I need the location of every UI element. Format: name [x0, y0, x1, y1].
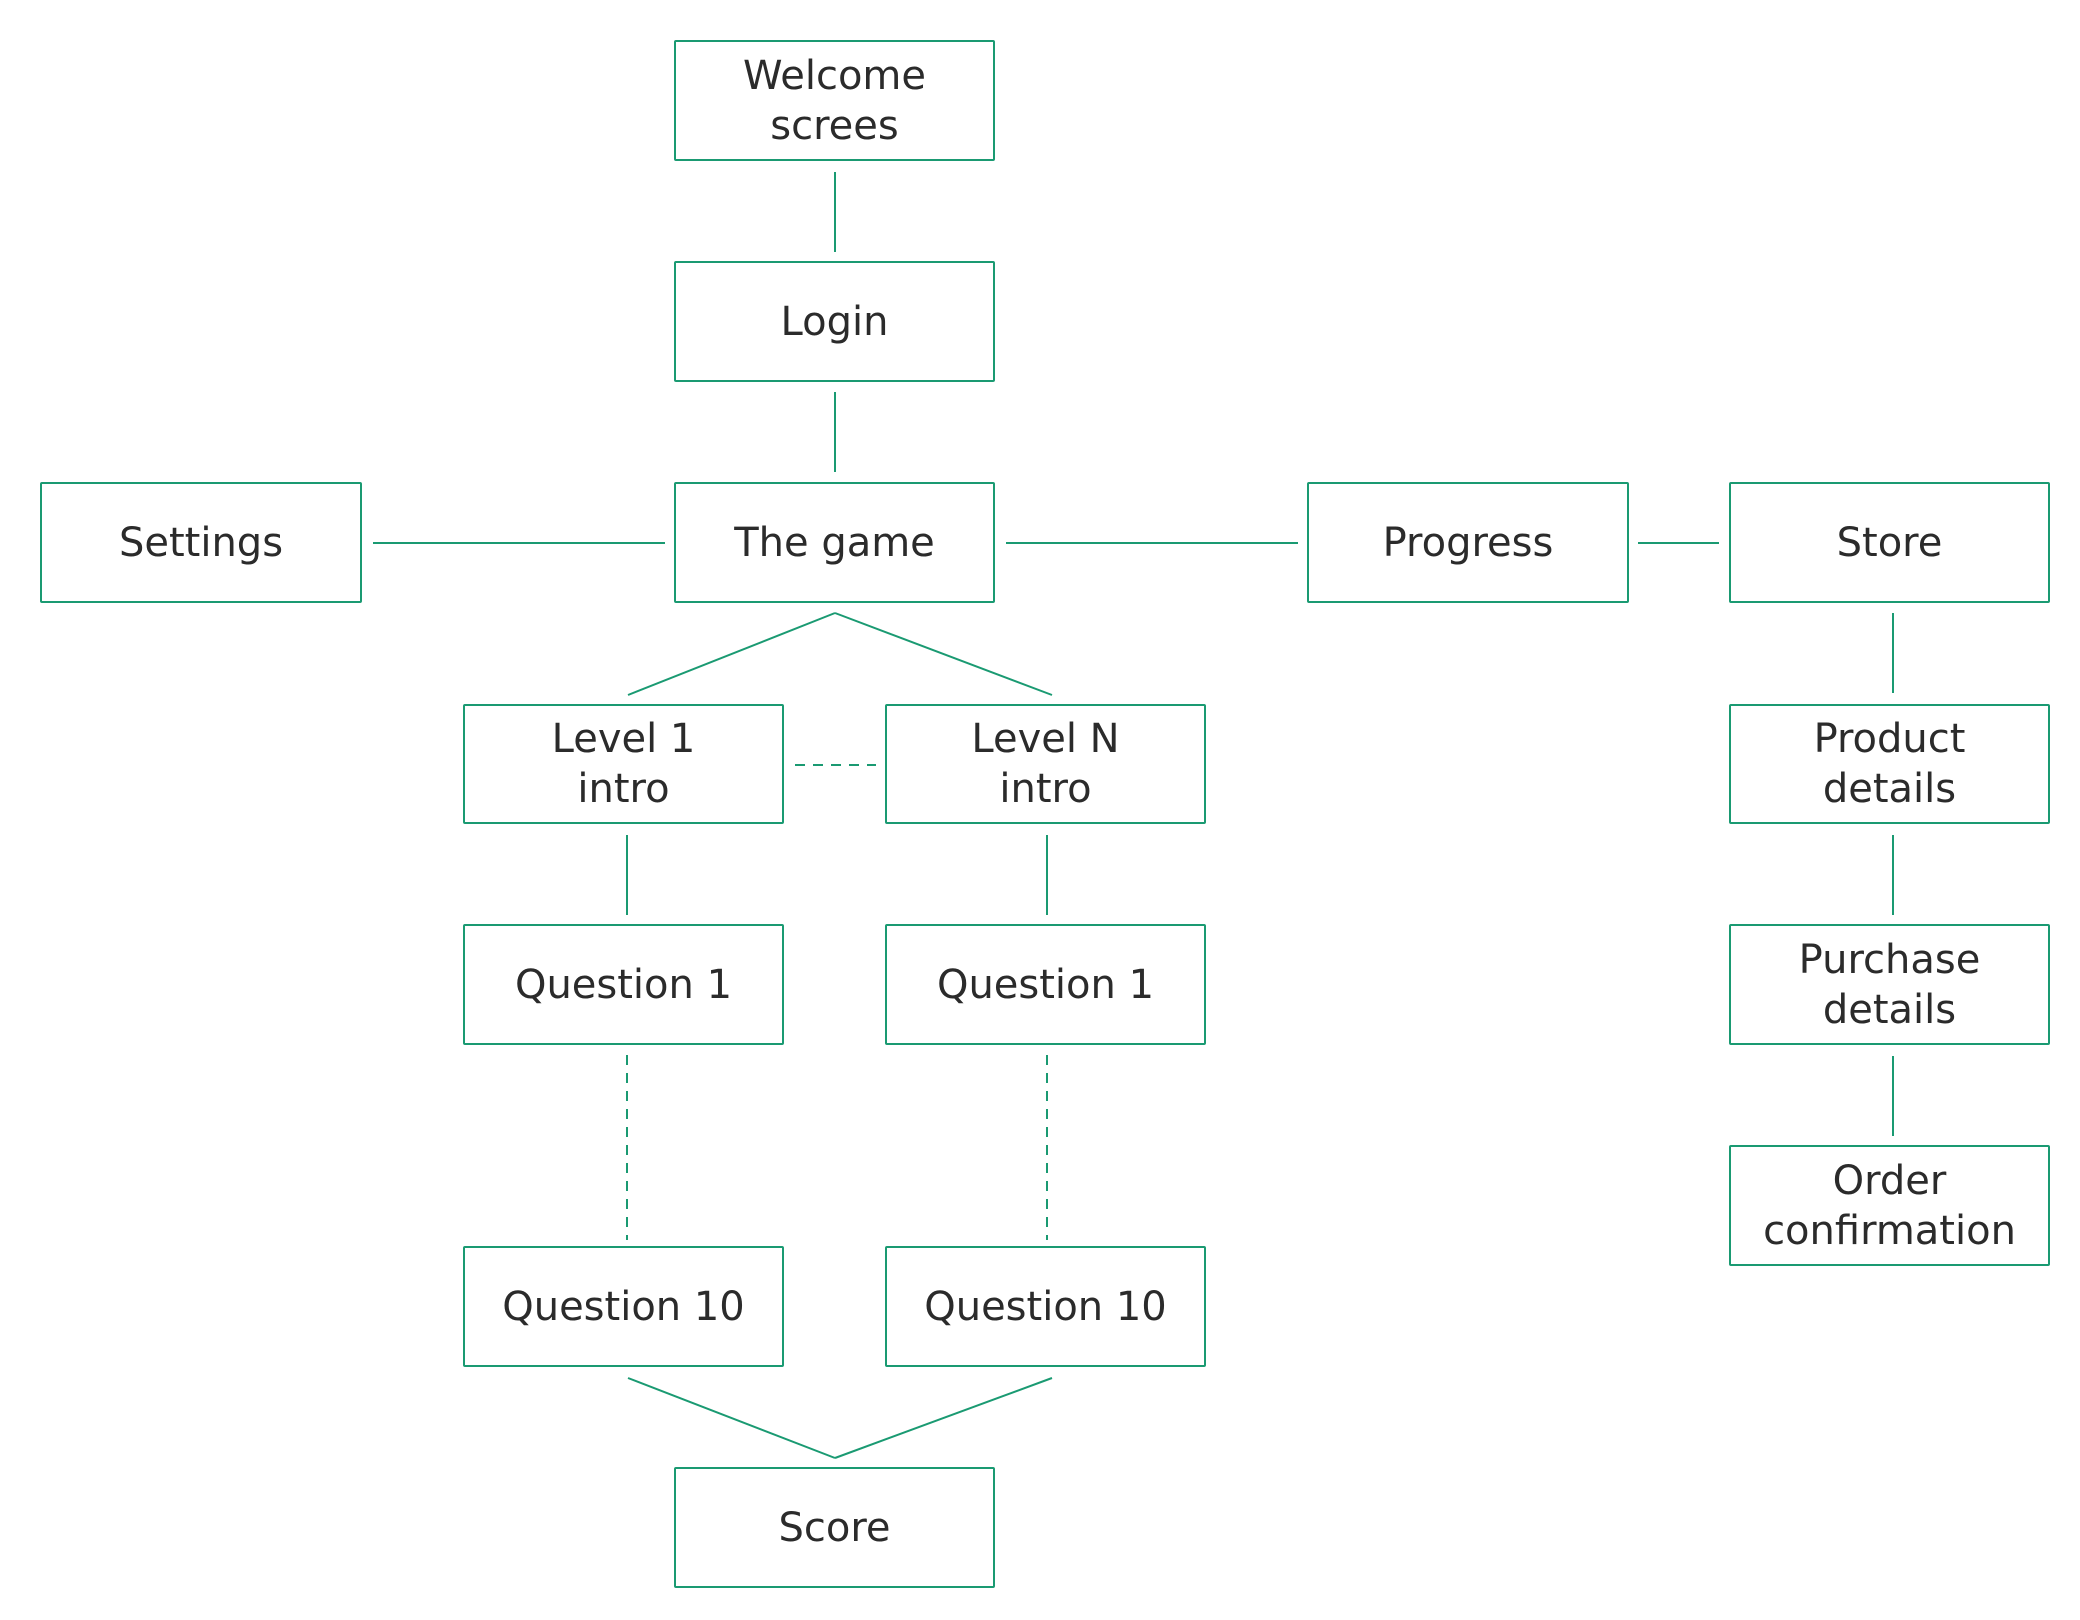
node-product-details: Product details [1729, 704, 2050, 824]
node-store: Store [1729, 482, 2050, 603]
node-progress: Progress [1307, 482, 1629, 603]
node-login: Login [674, 261, 995, 382]
node-welcome-screen: Welcome screes [674, 40, 995, 161]
node-level-1-intro: Level 1 intro [463, 704, 784, 824]
connector-game-level1 [627, 612, 836, 696]
connector-question10-left-score [627, 1377, 836, 1459]
connector-question10-right-score [834, 1377, 1053, 1459]
node-question-1-right: Question 1 [885, 924, 1206, 1045]
node-question-1-left: Question 1 [463, 924, 784, 1045]
node-level-n-intro: Level N intro [885, 704, 1206, 824]
node-settings: Settings [40, 482, 362, 603]
node-score: Score [674, 1467, 995, 1588]
node-question-10-right: Question 10 [885, 1246, 1206, 1367]
node-order-confirmation: Order confirmation [1729, 1145, 2050, 1266]
connector-game-levelN [834, 612, 1053, 696]
node-the-game: The game [674, 482, 995, 603]
node-purchase-details: Purchase details [1729, 924, 2050, 1045]
node-question-10-left: Question 10 [463, 1246, 784, 1367]
